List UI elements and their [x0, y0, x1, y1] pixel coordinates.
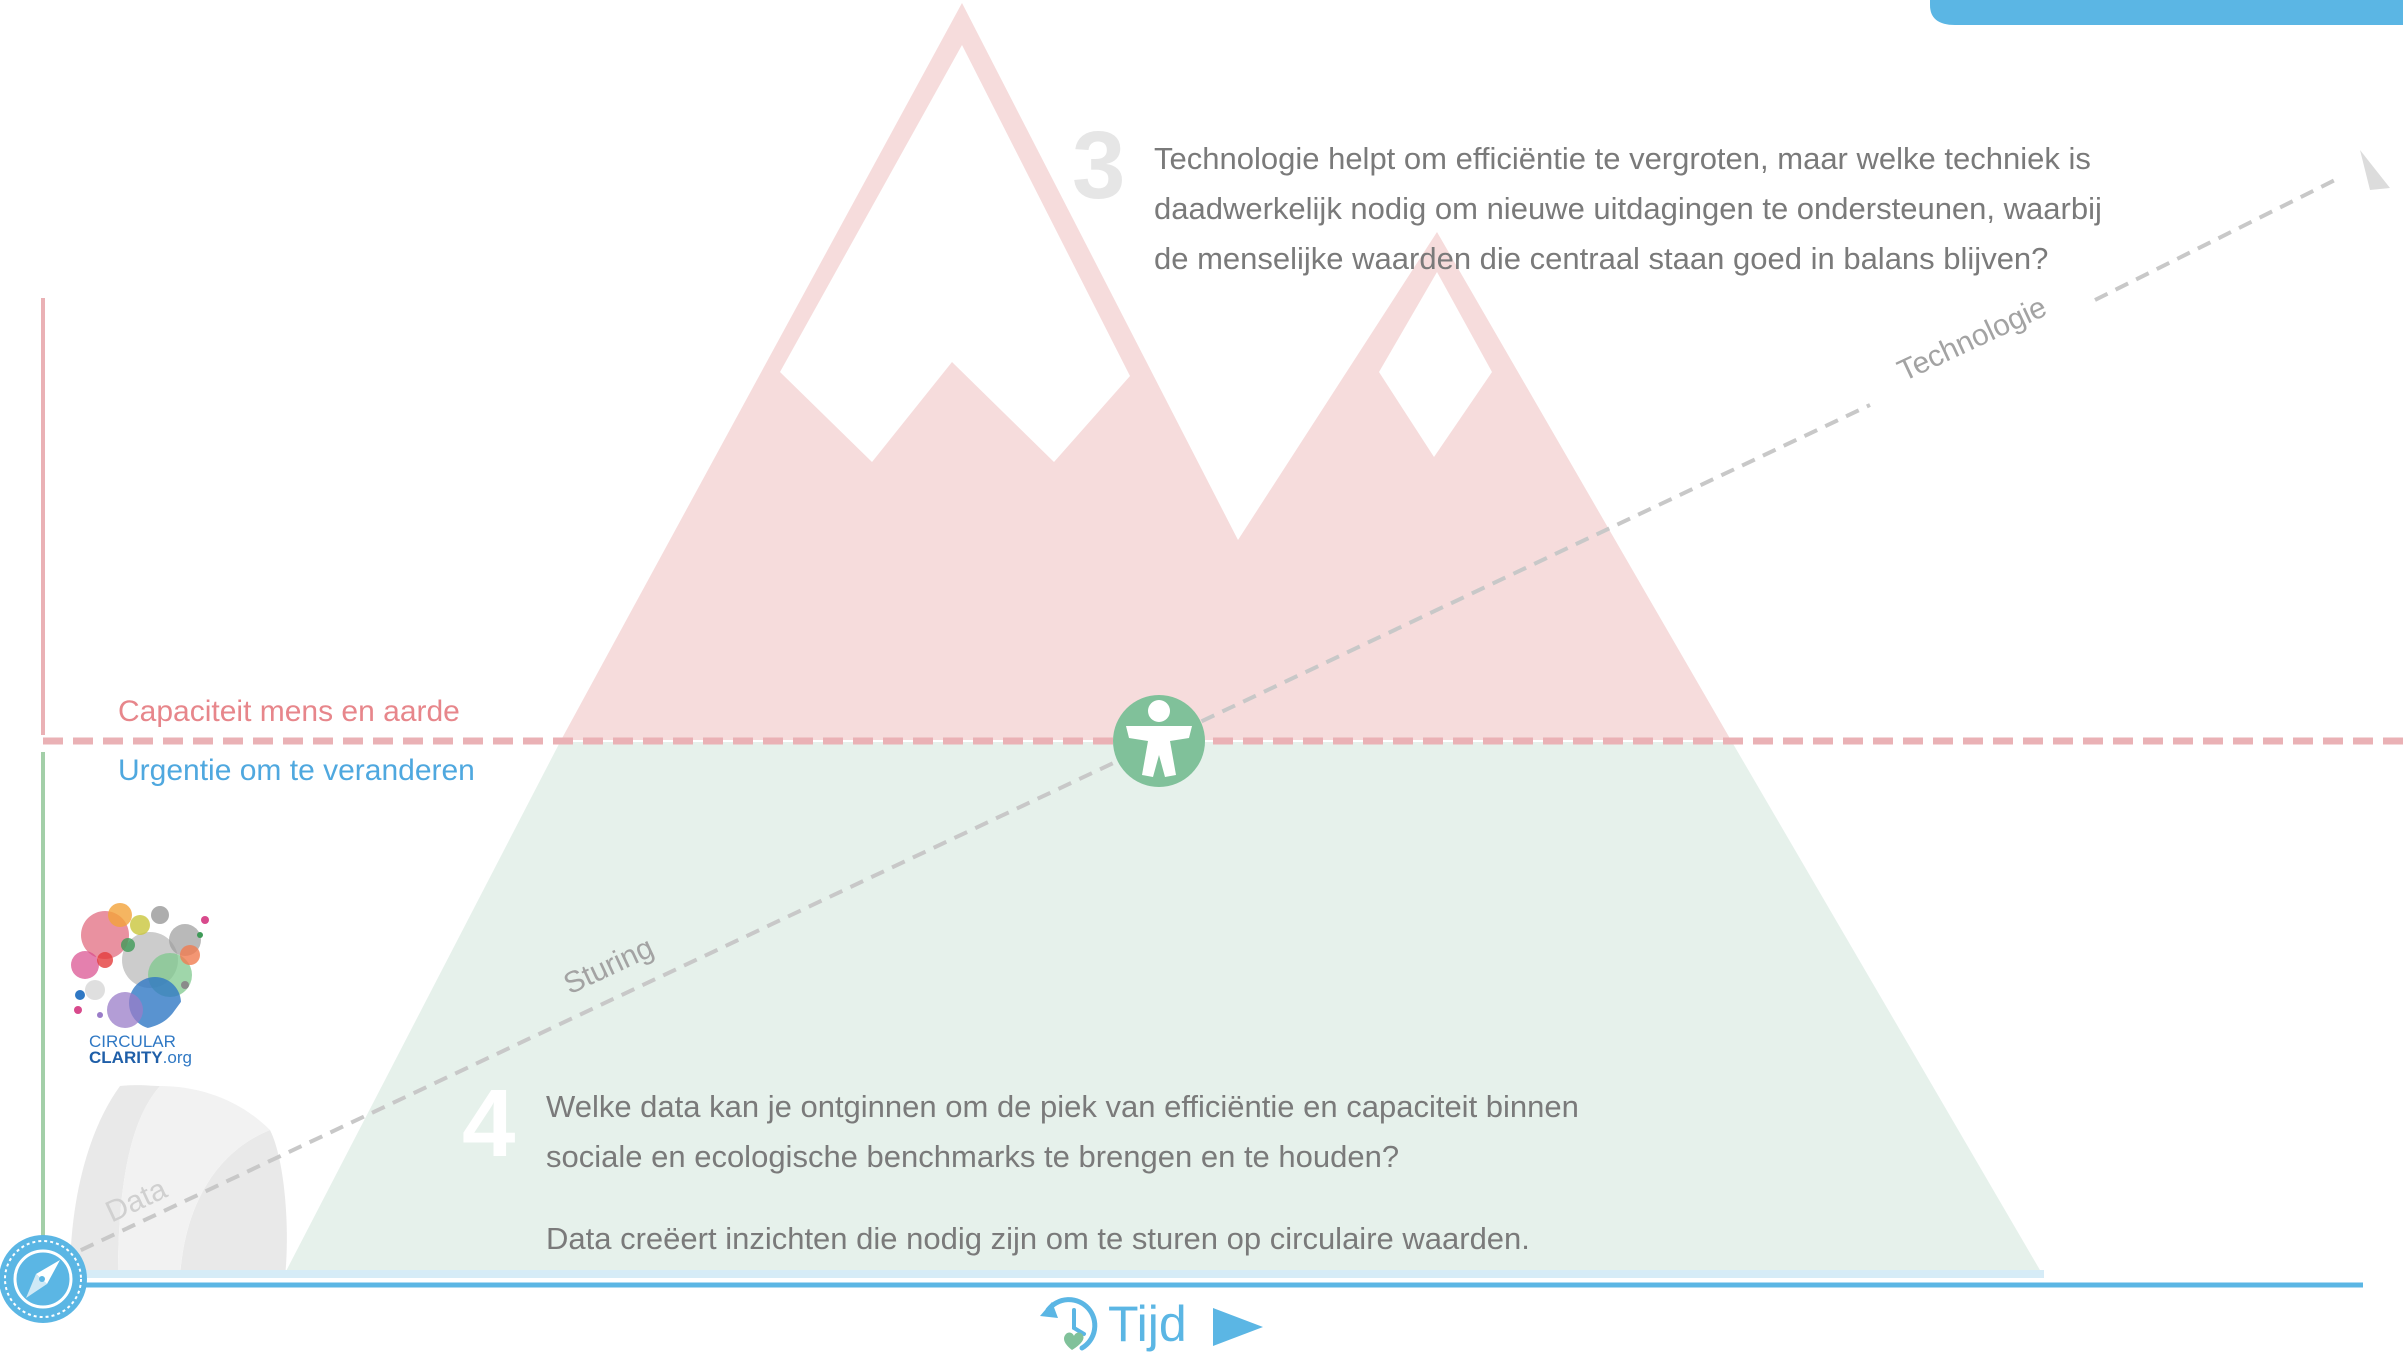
logo-suffix: .org: [162, 1048, 192, 1067]
technology-arrowhead: [2360, 150, 2390, 190]
clock-refresh-icon: [1040, 1297, 1098, 1351]
step-4-number: 4: [462, 1070, 516, 1177]
step-4-text-2: Data creëert inzichten die nodig zijn om…: [546, 1221, 1530, 1256]
snow-cap-main: [780, 45, 1130, 462]
data-steering-line: [59, 739, 1161, 1262]
logo-clarity: CLARITY: [89, 1048, 163, 1067]
step-3-text: Technologie helpt om efficiëntie te verg…: [1154, 141, 2102, 276]
circular-clarity-logo: [71, 903, 209, 1029]
step-4-text: Welke data kan je ontginnen om de piek v…: [546, 1089, 1579, 1174]
urgency-label: Urgentie om te veranderen: [118, 754, 475, 787]
road-icon: [70, 1085, 287, 1277]
base-trapezoid: [283, 742, 2044, 1277]
technology-line-upper: [2094, 178, 2336, 302]
logo-line-2: CLARITY.org: [89, 1049, 192, 1066]
mountain-shape: [561, 3, 1731, 740]
person-icon: [1113, 695, 1205, 787]
logo-line-1: CIRCULAR: [89, 1032, 176, 1051]
top-right-tab: [1930, 0, 2403, 25]
snow-cap-small: [1379, 272, 1492, 457]
step-3-number: 3: [1072, 112, 1126, 219]
capacity-label: Capaciteit mens en aarde: [118, 695, 460, 728]
play-arrow-icon: [1213, 1308, 1263, 1346]
time-label: Tijd: [1108, 1296, 1187, 1352]
technology-line-lower: [1159, 403, 1871, 743]
compass-icon: [0, 1235, 87, 1323]
